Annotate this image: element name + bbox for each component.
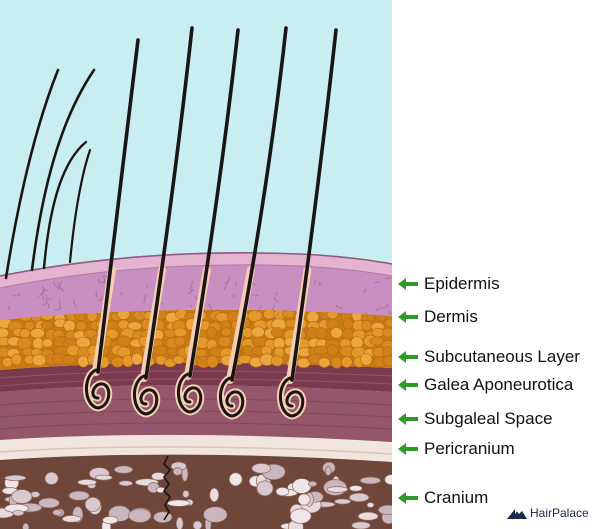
label-text-subgaleal: Subgaleal Space (424, 409, 553, 428)
arrow-left-icon (398, 492, 418, 504)
arrow-left-icon (398, 351, 418, 363)
label-text-pericranium: Pericranium (424, 439, 515, 458)
hair-follicle (131, 26, 194, 418)
hair-follicle (277, 28, 338, 420)
pericranium-layer (0, 434, 392, 462)
hair-follicle (175, 28, 240, 416)
label-text-galea: Galea Aponeurotica (424, 375, 574, 394)
background-hairs (4, 68, 96, 280)
hair-follicles (83, 26, 338, 420)
hair-follicle (217, 26, 288, 420)
label-text-dermis: Dermis (424, 307, 478, 326)
pericranium-line (0, 446, 392, 455)
brand-watermark: HairPalace (507, 505, 589, 521)
label-pericranium: Pericranium (398, 438, 515, 460)
label-subgaleal: Subgaleal Space (398, 408, 553, 430)
label-cranium: Cranium (398, 487, 488, 509)
arrow-left-icon (398, 443, 418, 455)
dermis-layer (0, 264, 392, 320)
label-text-cranium: Cranium (424, 488, 489, 507)
label-galea: Galea Aponeurotica (398, 374, 573, 396)
label-epidermis: Epidermis (398, 273, 500, 295)
label-text-epidermis: Epidermis (424, 274, 500, 293)
label-text-subcutaneous: Subcutaneous Layer (424, 347, 580, 366)
epidermis-layer (0, 252, 392, 288)
brand-name: HairPalace (530, 506, 589, 520)
arrow-left-icon (398, 278, 418, 290)
hairpalace-logo-icon (507, 509, 527, 519)
arrow-left-icon (398, 379, 418, 391)
hair-follicle (83, 38, 140, 412)
cranium-bone-cells (0, 455, 392, 529)
arrow-left-icon (398, 413, 418, 425)
arrow-left-icon (398, 311, 418, 323)
label-dermis: Dermis (398, 306, 478, 328)
label-subcutaneous: Subcutaneous Layer (398, 346, 580, 368)
